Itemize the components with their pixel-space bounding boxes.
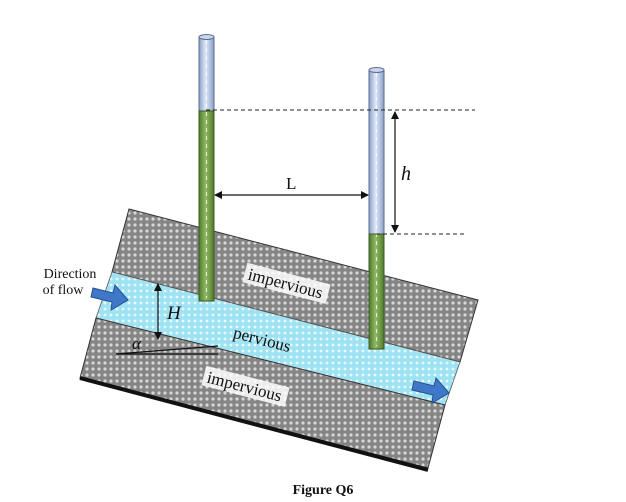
angle-label: α	[132, 334, 142, 353]
base-line	[79, 376, 429, 472]
figure-caption: Figure Q6	[293, 483, 354, 498]
thickness-label: H	[166, 303, 182, 324]
left-standpipe	[198, 34, 215, 302]
angle-slope-line	[115, 345, 219, 355]
right-standpipe	[368, 67, 385, 350]
distance-label: L	[286, 174, 296, 193]
direction-label-line1: Direction	[44, 267, 97, 282]
inflow-arrow-icon	[90, 283, 129, 311]
direction-label-line2: of flow	[43, 283, 85, 298]
head-difference-label: h	[401, 163, 411, 185]
outflow-arrow-icon	[411, 376, 450, 404]
